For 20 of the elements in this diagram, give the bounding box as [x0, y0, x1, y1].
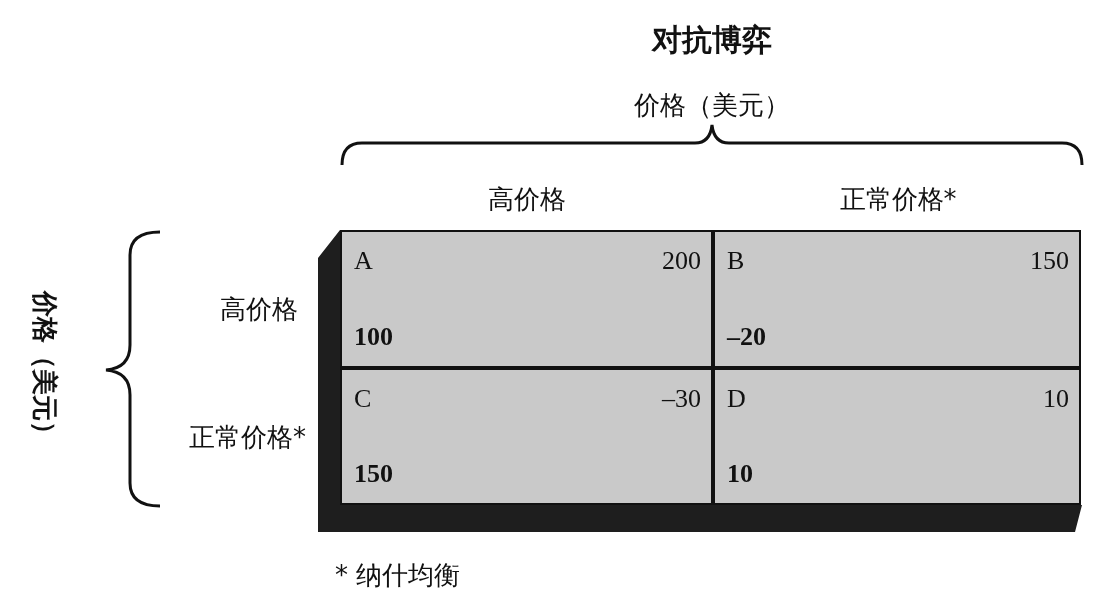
cell-letter: A: [354, 246, 373, 276]
column-header: 价格（美元）: [633, 89, 791, 122]
title: 对抗博弈: [650, 21, 773, 59]
cell-letter: D: [727, 384, 746, 414]
cell-letter: B: [727, 246, 745, 276]
row-label: 高价格: [219, 293, 298, 326]
payoff-value: –20: [727, 322, 766, 352]
footnote: * 纳什均衡: [335, 559, 461, 592]
payoff-value: 150: [354, 459, 393, 489]
row-label: 正常价格*: [188, 421, 306, 454]
payoff-value: 100: [354, 322, 393, 352]
column-label: 高价格: [486, 183, 567, 216]
payoff-value: –30: [662, 384, 701, 414]
payoff-value: 200: [662, 246, 701, 276]
cell-letter: C: [354, 384, 372, 414]
payoff-value: 150: [1030, 246, 1069, 276]
payoff-value: 10: [727, 459, 753, 489]
column-label: 正常价格*: [838, 183, 958, 216]
row-header: 价格（美元）: [29, 289, 61, 449]
payoff-value: 10: [1043, 384, 1069, 414]
